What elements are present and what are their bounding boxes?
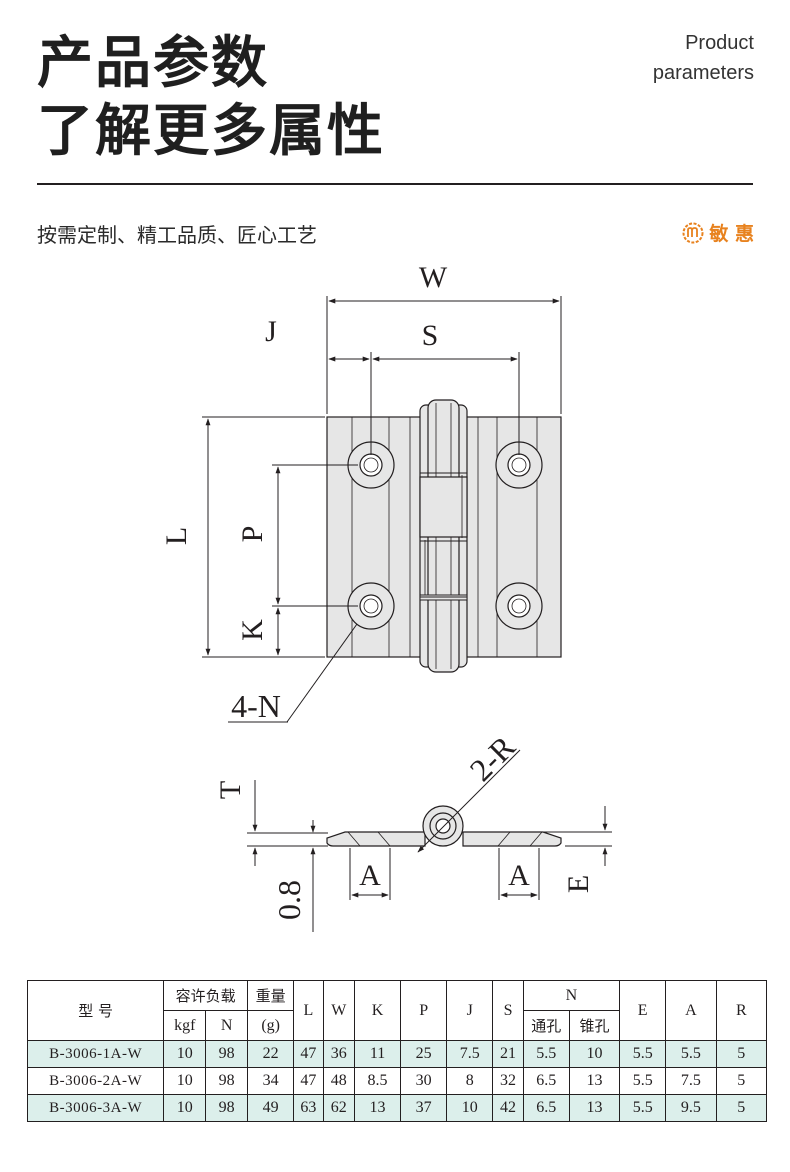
label-4n: 4-N xyxy=(231,688,281,724)
header-model: 型 号 xyxy=(26,980,165,1041)
header-r: R xyxy=(715,980,768,1041)
label-a-left: A xyxy=(359,859,381,892)
cell: 42 xyxy=(492,1094,524,1122)
english-title-line-2: parameters xyxy=(652,62,754,84)
cell: 25 xyxy=(400,1040,448,1068)
header-through-hole: 通孔 xyxy=(522,1010,570,1041)
cell: 10 xyxy=(163,1067,207,1095)
header-kgf: kgf xyxy=(163,1010,207,1041)
cell: 13 xyxy=(353,1094,402,1122)
cell: 13 xyxy=(568,1094,621,1122)
table-row: B-3006-3A-W 10 98 49 63 62 13 37 10 42 6… xyxy=(26,1094,768,1122)
cell: 21 xyxy=(492,1040,524,1068)
cell: 36 xyxy=(322,1040,356,1068)
cell: 37 xyxy=(400,1094,448,1122)
header-weight: 重量 xyxy=(247,980,295,1011)
header-newton: N xyxy=(205,1010,249,1041)
header-k: K xyxy=(353,980,402,1041)
header-n: N xyxy=(522,980,621,1011)
table-row: B-3006-2A-W 10 98 34 47 48 8.5 30 8 32 6… xyxy=(26,1067,768,1095)
cell: 7.5 xyxy=(446,1040,494,1068)
label-thickness: 0.8 xyxy=(271,880,307,920)
cell: 10 xyxy=(163,1094,207,1122)
header-e: E xyxy=(619,980,667,1041)
header-a: A xyxy=(665,980,717,1041)
header-j: J xyxy=(446,980,494,1041)
header-s: S xyxy=(492,980,524,1041)
cell: 98 xyxy=(205,1040,249,1068)
cell: 30 xyxy=(400,1067,448,1095)
english-title: Product parameters xyxy=(653,28,754,88)
cell-model: B-3006-2A-W xyxy=(26,1067,165,1095)
cell: 22 xyxy=(247,1040,295,1068)
cell: 5.5 xyxy=(619,1040,667,1068)
cell: 5 xyxy=(715,1094,768,1122)
cell: 10 xyxy=(568,1040,621,1068)
cell: 6.5 xyxy=(522,1067,570,1095)
cell: 10 xyxy=(163,1040,207,1068)
header-p: P xyxy=(400,980,448,1041)
cell: 7.5 xyxy=(665,1067,717,1095)
cell: 47 xyxy=(293,1067,324,1095)
cell: 11 xyxy=(353,1040,402,1068)
label-k: K xyxy=(236,619,269,641)
header-countersunk: 锥孔 xyxy=(568,1010,621,1041)
label-w: W xyxy=(419,261,448,294)
cell: 9.5 xyxy=(665,1094,717,1122)
cell: 98 xyxy=(205,1067,249,1095)
brand: 敏 惠 xyxy=(682,219,754,246)
header-load: 容许负载 xyxy=(163,980,249,1011)
label-l: L xyxy=(160,527,193,545)
label-2r: 2-R xyxy=(463,728,523,788)
hinge-side-view xyxy=(326,805,562,847)
cell: 49 xyxy=(247,1094,295,1122)
subtitle: 按需定制、精工品质、匠心工艺 xyxy=(37,223,317,247)
cell: 34 xyxy=(247,1067,295,1095)
header-w: W xyxy=(322,980,356,1041)
title-line-2: 了解更多属性 xyxy=(37,99,385,164)
spec-table: 型 号 容许负载 重量 L W K P J S N E A R kgf N (g… xyxy=(26,980,768,1122)
technical-drawing: W J S L P K 4-N 2-R T xyxy=(160,261,612,932)
hole-bottom-left xyxy=(347,582,395,630)
cell-model: B-3006-1A-W xyxy=(26,1040,165,1068)
english-title-line-1: Product xyxy=(685,32,754,54)
cell: 5.5 xyxy=(619,1094,667,1122)
cell: 48 xyxy=(322,1067,356,1095)
title-line-1: 产品参数 xyxy=(37,31,269,96)
page-title: 产品参数 了解更多属性 xyxy=(37,30,385,166)
brand-name: 敏 惠 xyxy=(709,223,754,245)
cell: 5.5 xyxy=(665,1040,717,1068)
brand-logo-icon xyxy=(682,222,704,243)
table-row: B-3006-1A-W 10 98 22 47 36 11 25 7.5 21 … xyxy=(26,1040,768,1068)
header-l: L xyxy=(293,980,324,1041)
cell: 6.5 xyxy=(522,1094,570,1122)
label-s: S xyxy=(422,319,439,352)
label-e: E xyxy=(562,875,595,893)
cell: 5.5 xyxy=(522,1040,570,1068)
cell: 13 xyxy=(568,1067,621,1095)
cell-model: B-3006-3A-W xyxy=(26,1094,165,1122)
label-a-right: A xyxy=(508,859,530,892)
cell: 5.5 xyxy=(619,1067,667,1095)
label-p: P xyxy=(236,526,269,543)
cell: 47 xyxy=(293,1040,324,1068)
cell: 98 xyxy=(205,1094,249,1122)
hole-bottom-right xyxy=(495,582,543,630)
header-divider xyxy=(37,183,753,185)
cell: 8.5 xyxy=(353,1067,402,1095)
hinge-top-view xyxy=(326,399,562,673)
cell: 32 xyxy=(492,1067,524,1095)
cell: 8 xyxy=(446,1067,494,1095)
cell: 5 xyxy=(715,1040,768,1068)
cell: 62 xyxy=(322,1094,356,1122)
cell: 63 xyxy=(293,1094,324,1122)
cell: 10 xyxy=(446,1094,494,1122)
header-gram: (g) xyxy=(247,1010,295,1041)
cell: 5 xyxy=(715,1067,768,1095)
label-j: J xyxy=(265,315,277,348)
label-t: T xyxy=(214,781,247,799)
